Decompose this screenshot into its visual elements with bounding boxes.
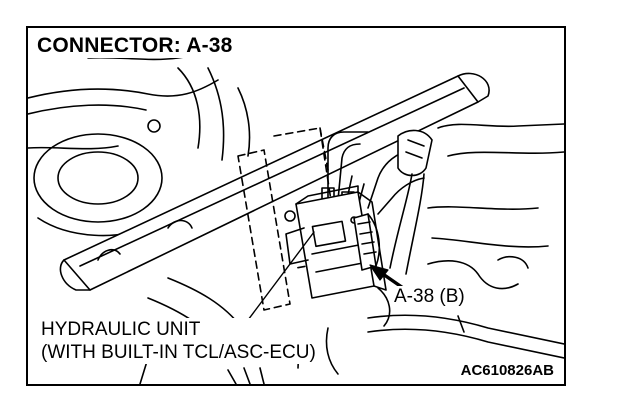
- strut-brace: [59, 72, 490, 291]
- hydraulic-unit-label-line1: HYDRAULIC UNIT: [41, 319, 201, 340]
- mounting-bracket-outline: [237, 127, 341, 311]
- hydraulic-unit-label-line2: (WITH BUILT-IN TCL/ASC-ECU): [41, 342, 316, 363]
- hydraulic-unit-label: HYDRAULIC UNIT (WITH BUILT-IN TCL/ASC-EC…: [38, 318, 319, 364]
- diagram-frame: CONNECTOR: A-38 A-38 (B) HYDRAULIC UNIT …: [26, 26, 566, 386]
- connector-title: CONNECTOR: A-38: [34, 34, 236, 58]
- figure-code: AC610826AB: [458, 362, 556, 380]
- right-harness: [389, 123, 564, 275]
- connector-a38: [353, 213, 381, 271]
- hydraulic-unit-leader: [241, 231, 315, 329]
- connector-ref-label: A-38 (B): [392, 286, 467, 308]
- engine-bay-drawing: [28, 51, 564, 384]
- strut-tower: [33, 119, 163, 237]
- lower-right-hose: [367, 255, 564, 359]
